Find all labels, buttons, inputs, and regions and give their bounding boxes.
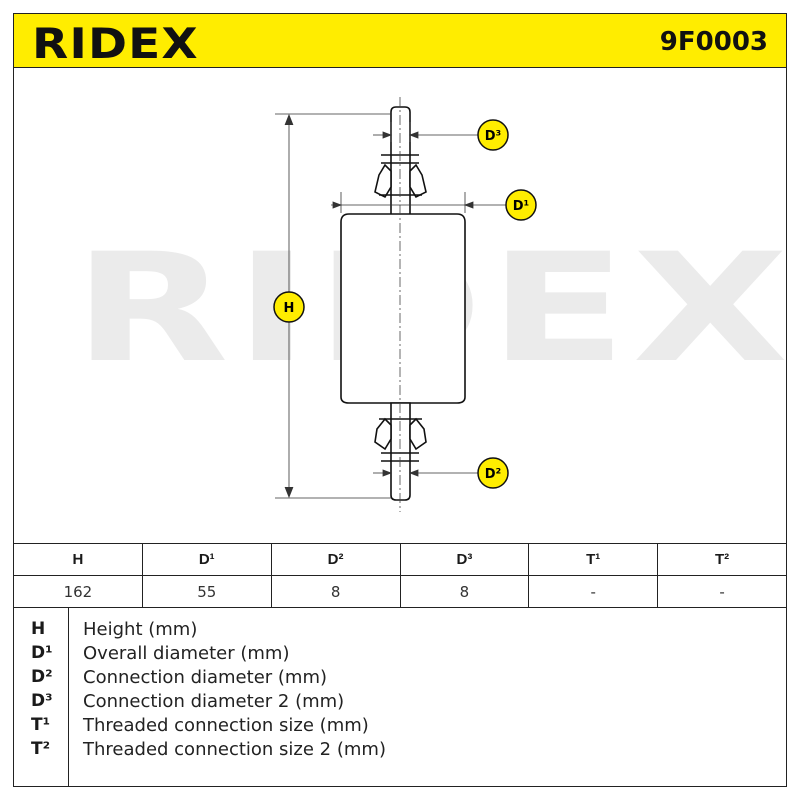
legend-divider — [68, 607, 69, 787]
spec-value-t2: - — [657, 575, 787, 608]
legend-key: T¹ — [31, 715, 51, 735]
legend-desc: Height (mm) — [83, 619, 198, 640]
spec-value-d2: 8 — [270, 575, 401, 608]
legend-item: D¹ Overall diameter (mm) — [13, 643, 787, 667]
brand-logo: RIDEX — [32, 19, 199, 68]
label-d3-text: D³ — [485, 129, 502, 144]
legend-item: H Height (mm) — [13, 619, 787, 643]
legend-key: D³ — [31, 691, 53, 711]
label-d1: D¹ — [505, 189, 537, 221]
label-d1-text: D¹ — [513, 199, 530, 214]
spec-header-d3: D³ — [399, 543, 530, 576]
spec-value-t1: - — [528, 575, 659, 608]
technical-drawing: RIDEX — [13, 67, 788, 543]
legend-key: D¹ — [31, 643, 53, 663]
spec-value-h: 162 — [13, 575, 143, 608]
legend-item: T¹ Threaded connection size (mm) — [13, 715, 787, 739]
legend-key: H — [31, 619, 46, 639]
spec-header-d1: D¹ — [141, 543, 272, 576]
legend-item: T² Threaded connection size 2 (mm) — [13, 739, 787, 763]
legend-key: D² — [31, 667, 53, 687]
label-d3: D³ — [477, 119, 509, 151]
spec-header-t1: T¹ — [528, 543, 659, 576]
legend-item: D² Connection diameter (mm) — [13, 667, 787, 691]
label-h-text: H — [284, 301, 295, 316]
header-bar: RIDEX 9F0003 — [13, 13, 787, 68]
legend-desc: Threaded connection size (mm) — [83, 715, 369, 736]
part-number: 9F0003 — [659, 27, 768, 57]
spec-header-h: H — [13, 543, 143, 576]
legend-desc: Overall diameter (mm) — [83, 643, 290, 664]
legend-key: T² — [31, 739, 51, 759]
label-d2: D² — [477, 457, 509, 489]
spec-value-d3: 8 — [399, 575, 530, 608]
spec-value-d1: 55 — [141, 575, 272, 608]
legend-desc: Connection diameter 2 (mm) — [83, 691, 345, 712]
filter-diagram: H D³ D¹ D² — [273, 97, 537, 512]
label-d2-text: D² — [485, 467, 502, 482]
spec-header-t2: T² — [657, 543, 787, 576]
legend-desc: Connection diameter (mm) — [83, 667, 328, 688]
spec-header-row: H D¹ D² D³ T¹ T² — [13, 543, 787, 576]
spec-header-d2: D² — [270, 543, 401, 576]
legend-desc: Threaded connection size 2 (mm) — [83, 739, 386, 760]
legend: H Height (mm) D¹ Overall diameter (mm) D… — [13, 607, 787, 787]
spec-value-row: 162 55 8 8 - - — [13, 575, 787, 608]
spec-table: H D¹ D² D³ T¹ T² 162 55 8 8 - - — [13, 543, 787, 608]
legend-item: D³ Connection diameter 2 (mm) — [13, 691, 787, 715]
label-h: H — [273, 291, 305, 323]
